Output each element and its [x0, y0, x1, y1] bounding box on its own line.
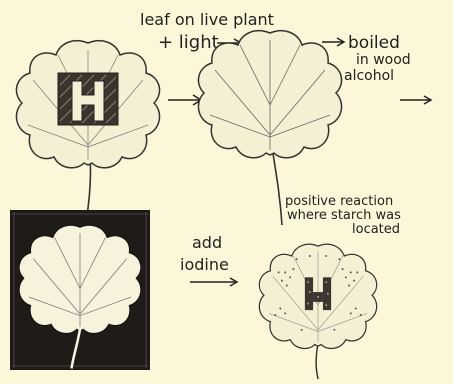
label-iodine: iodine	[180, 255, 229, 274]
arrow-add-iodine	[190, 278, 237, 286]
label-plus-light: + light	[158, 32, 219, 53]
leaf-stem	[272, 147, 282, 225]
label-boiled: boiled	[348, 33, 400, 53]
label-in-wood: in wood	[356, 52, 411, 68]
leaf-dark-panel	[10, 210, 150, 370]
arrow-to-boiled	[168, 95, 201, 105]
arrow-to-iodine-step	[400, 96, 431, 104]
label-add: add	[192, 233, 222, 252]
label-positive-reaction: positive reaction	[285, 194, 393, 209]
label-alcohol: alcohol	[344, 68, 394, 84]
label-located: located	[352, 222, 400, 237]
arrow-boiled	[322, 38, 344, 46]
leaf-iodine-result	[259, 244, 376, 379]
label-leaf-on-live-plant: leaf on live plant	[140, 10, 274, 29]
leaf-stem	[316, 343, 318, 379]
label-where-starch-was: where starch was	[287, 208, 401, 223]
